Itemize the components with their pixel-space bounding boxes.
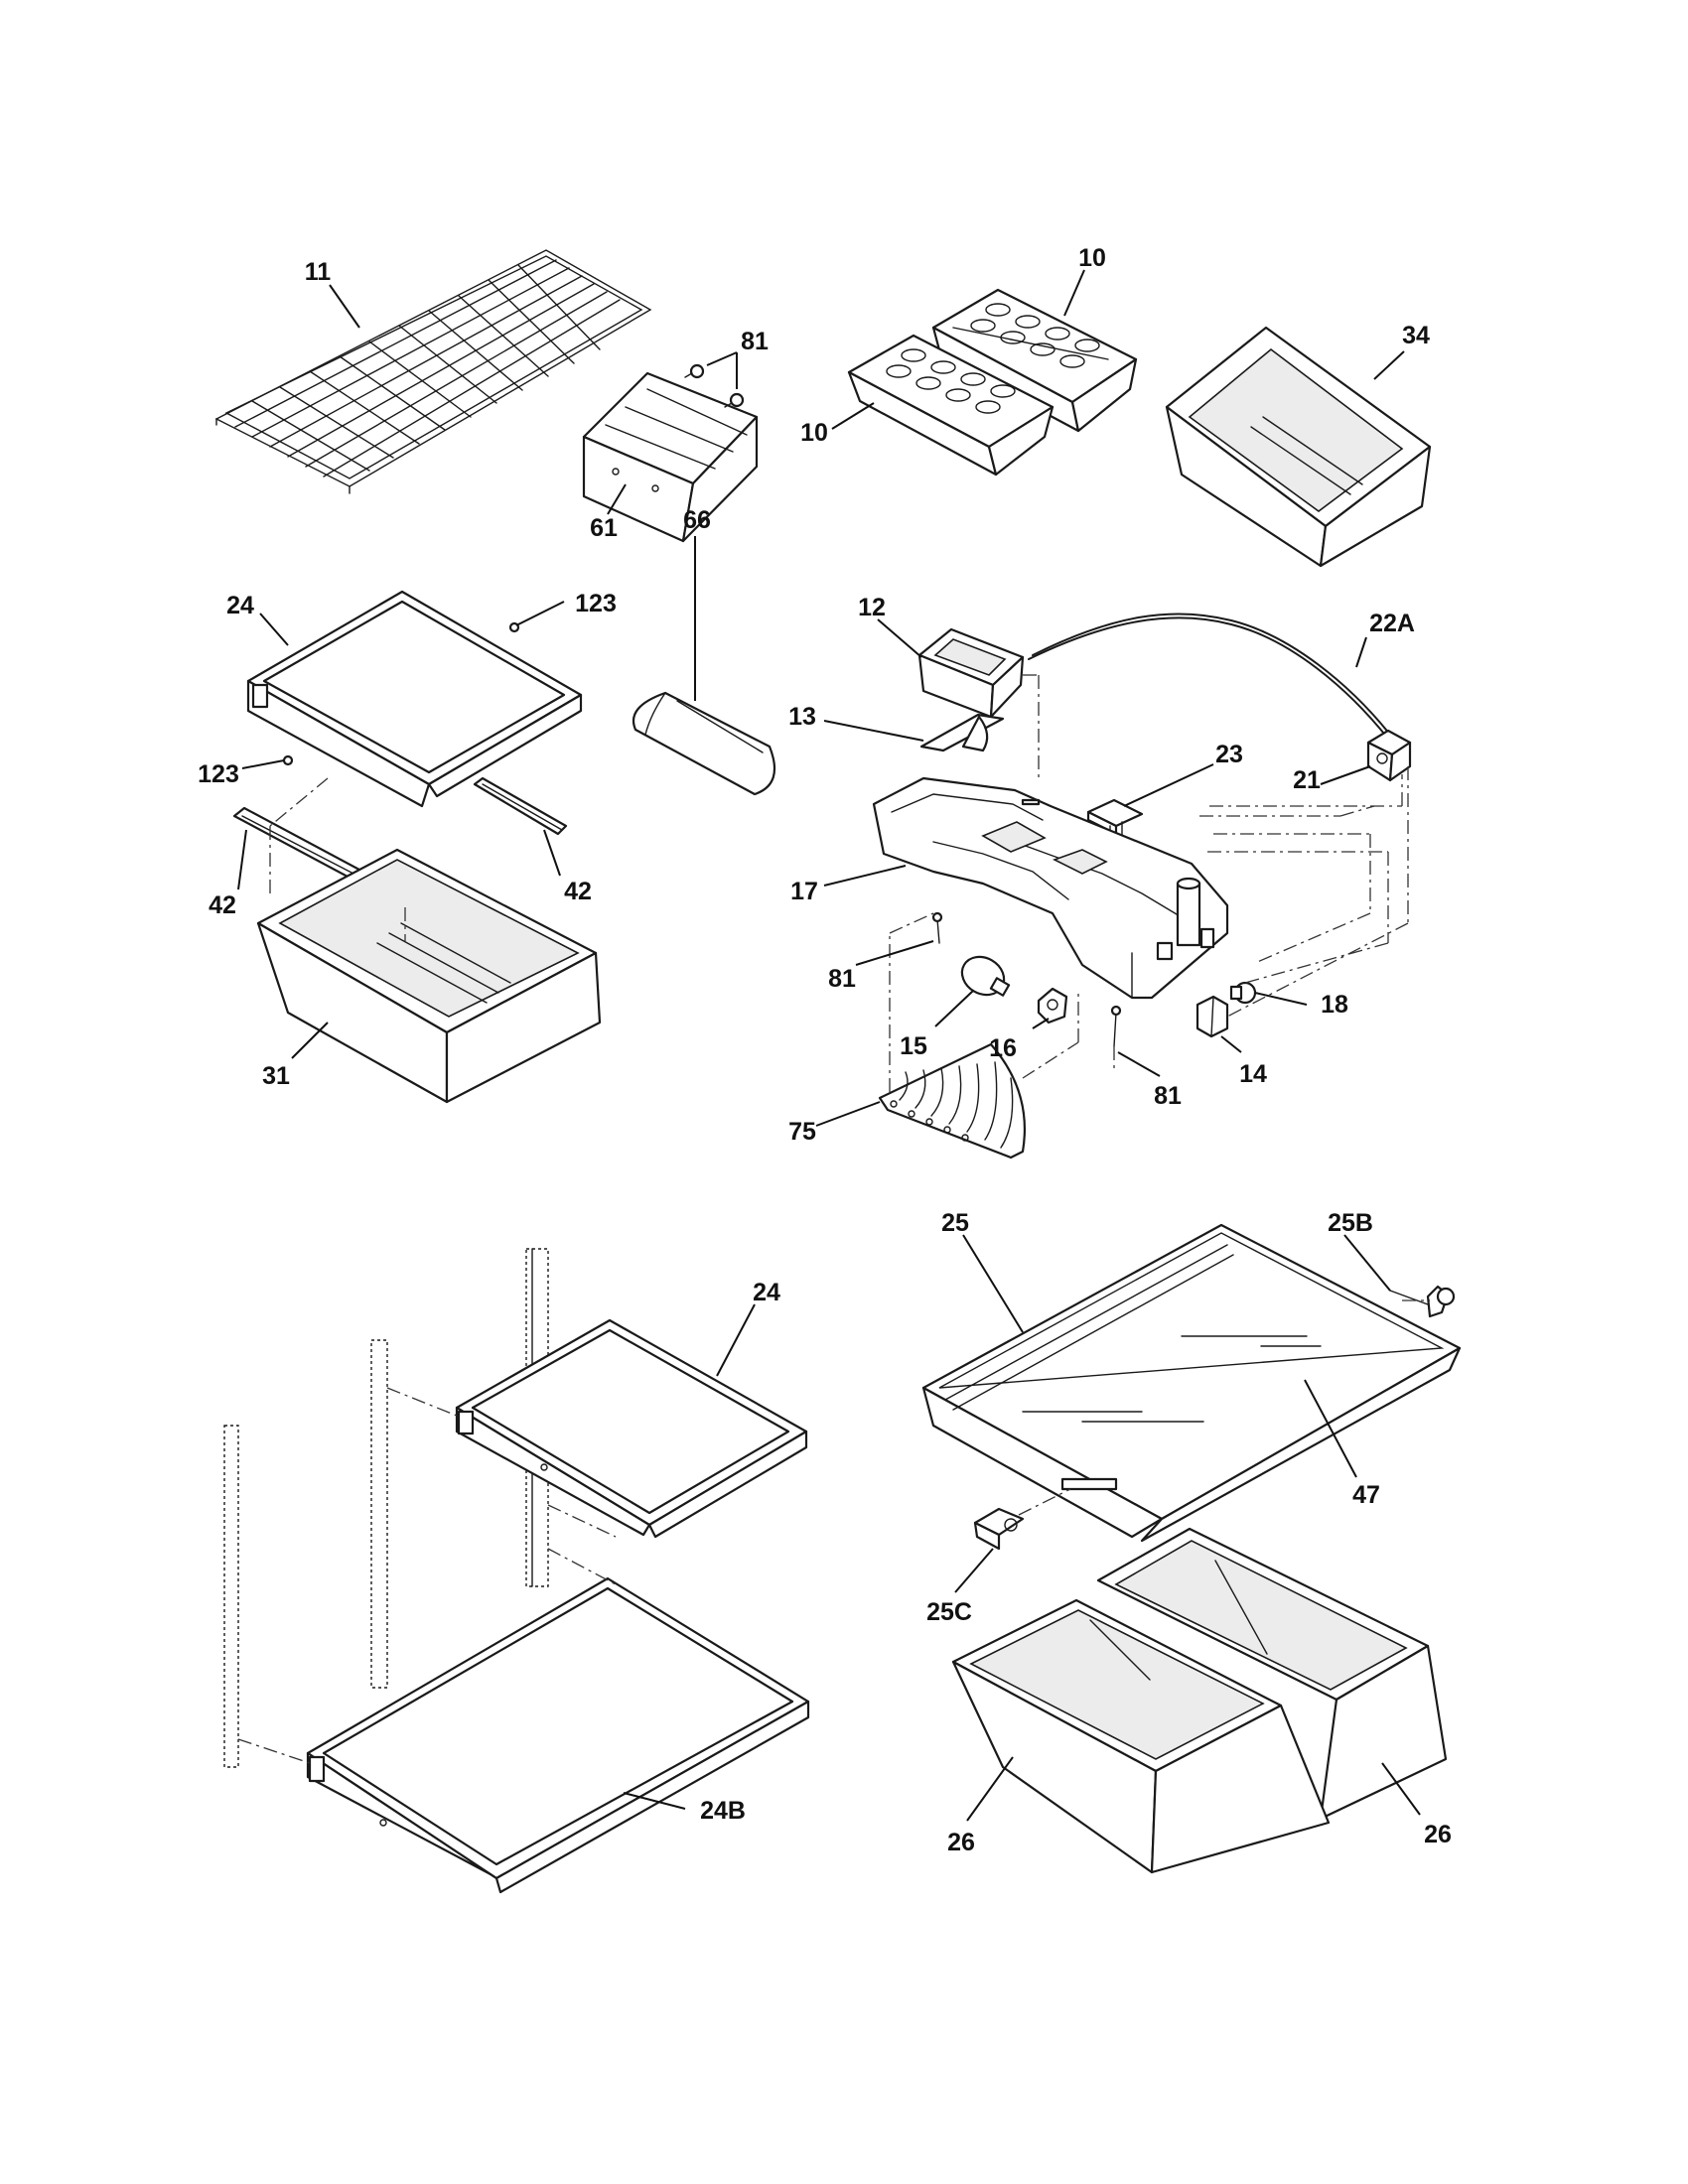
callout-21: 21 — [1293, 766, 1321, 794]
glass-shelf-24-lower — [455, 1318, 808, 1539]
part-14 — [1196, 995, 1229, 1038]
callout-22A: 22A — [1369, 610, 1415, 637]
glass-shelf-24B — [306, 1576, 810, 1894]
callout-81-top: 81 — [741, 328, 769, 355]
callout-42-right: 42 — [564, 878, 592, 905]
crisper-drawer-26-front — [951, 1598, 1331, 1874]
callout-61: 61 — [590, 514, 618, 542]
callout-24B: 24B — [700, 1797, 746, 1825]
part-25C — [973, 1507, 1025, 1551]
callout-24-upper: 24 — [226, 592, 254, 619]
screw-123-b — [282, 754, 294, 766]
callout-123-top: 123 — [575, 590, 617, 617]
callout-66: 66 — [683, 506, 711, 534]
light-shield-75 — [878, 1042, 1027, 1160]
callout-47: 47 — [1352, 1481, 1380, 1509]
wire-shelf-11 — [214, 249, 652, 494]
slide-rail-42-right — [473, 776, 568, 836]
part-23 — [1086, 798, 1144, 841]
callout-81-bottom: 81 — [1154, 1082, 1182, 1110]
part-21 — [1366, 729, 1412, 782]
leader-lines — [237, 269, 1421, 1822]
callout-11: 11 — [305, 258, 332, 286]
callout-26-left: 26 — [947, 1829, 975, 1856]
callout-13: 13 — [788, 703, 816, 731]
callout-16: 16 — [989, 1034, 1017, 1062]
screw-81-b — [931, 911, 943, 944]
ice-bin-34 — [1165, 326, 1432, 568]
screws-81 — [684, 363, 745, 408]
callout-25: 25 — [941, 1209, 969, 1237]
callout-42-left: 42 — [209, 891, 236, 919]
callout-34: 34 — [1402, 322, 1430, 349]
light-housing-17 — [872, 776, 1229, 1000]
screw-81-c — [1110, 1005, 1122, 1047]
callout-14: 14 — [1239, 1060, 1267, 1088]
part-18 — [1229, 981, 1257, 1005]
part-12 — [917, 627, 1025, 719]
glass-shelf-24-upper — [246, 590, 583, 808]
crisper-drawer-31 — [256, 848, 602, 1104]
callout-81-middle: 81 — [828, 965, 856, 993]
callout-24-lower: 24 — [753, 1279, 780, 1306]
crisper-cover-25 — [921, 1223, 1462, 1543]
part-25B — [1389, 1285, 1456, 1318]
wire-harness-22A — [1028, 613, 1391, 740]
socket-16 — [1037, 987, 1068, 1024]
callout-26-right: 26 — [1424, 1821, 1452, 1848]
callout-10-upper: 10 — [1078, 244, 1106, 272]
shelf-trim-66 — [633, 691, 776, 796]
light-bulb-15 — [960, 955, 1011, 997]
callout-23: 23 — [1215, 741, 1243, 768]
callout-17: 17 — [790, 878, 818, 905]
callout-18: 18 — [1321, 991, 1348, 1019]
callout-10-lower: 10 — [800, 419, 828, 447]
rail-middle — [370, 1339, 388, 1689]
rail-front — [223, 1425, 239, 1768]
part-13 — [919, 713, 1005, 752]
callout-25B: 25B — [1328, 1209, 1373, 1237]
shelf-bracket-61 — [582, 371, 759, 543]
callout-123-bottom: 123 — [198, 760, 239, 788]
callout-25C: 25C — [926, 1598, 972, 1626]
callout-75: 75 — [788, 1118, 816, 1146]
callout-15: 15 — [900, 1032, 927, 1060]
callout-12: 12 — [858, 594, 886, 621]
ice-tray-10-lower — [847, 334, 1055, 477]
crisper-drawer-26-back — [1096, 1527, 1448, 1821]
callout-31: 31 — [262, 1062, 290, 1090]
